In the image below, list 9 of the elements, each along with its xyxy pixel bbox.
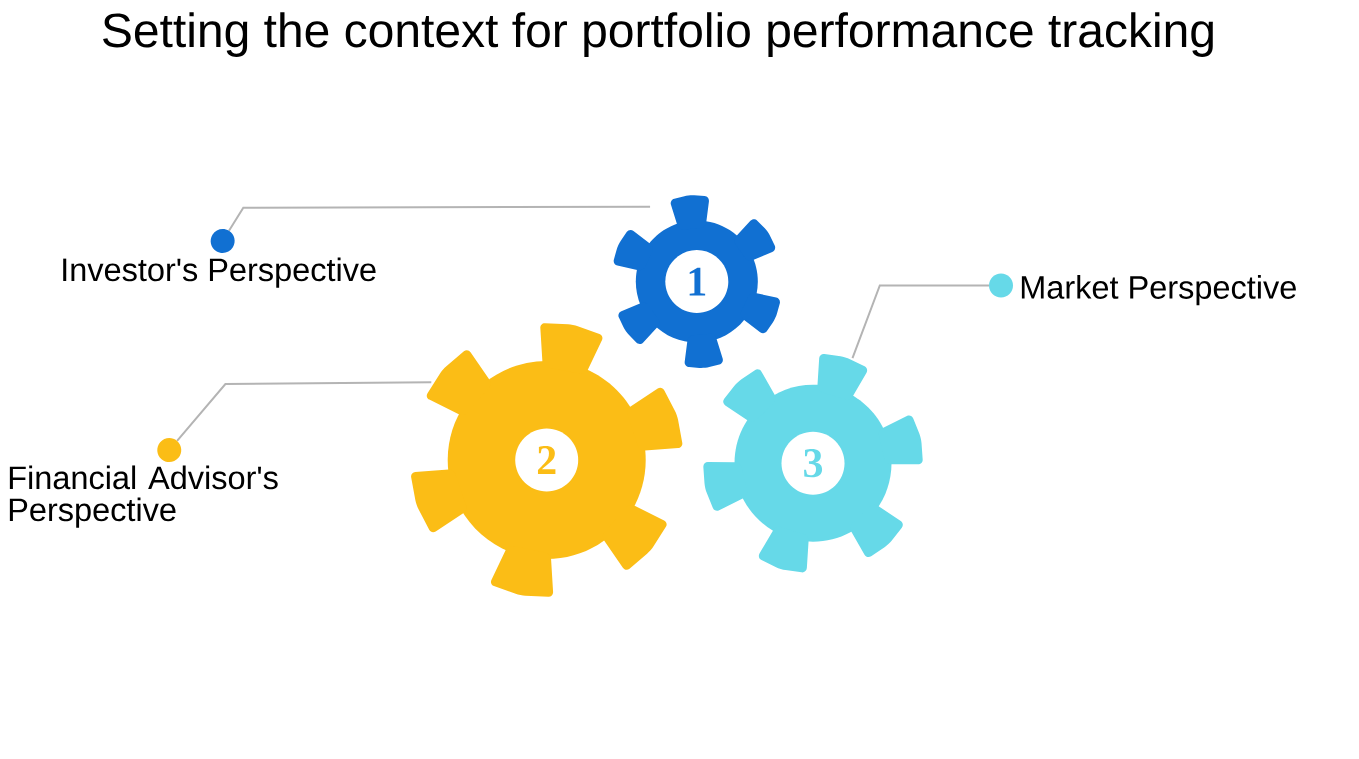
callout-label: Financial Advisor's Perspective [9, 465, 278, 528]
title: Setting the context for portfolio performance tracking [103, 12, 1213, 57]
gear: 1 [613, 195, 780, 368]
leader-line [157, 381, 433, 463]
callout-label: Investor's Perspective [63, 257, 376, 288]
callout-label: Market Perspective [1021, 275, 1296, 306]
leader-line [210, 205, 652, 254]
gear: 3 [703, 354, 923, 573]
gear: 2 [411, 323, 683, 597]
